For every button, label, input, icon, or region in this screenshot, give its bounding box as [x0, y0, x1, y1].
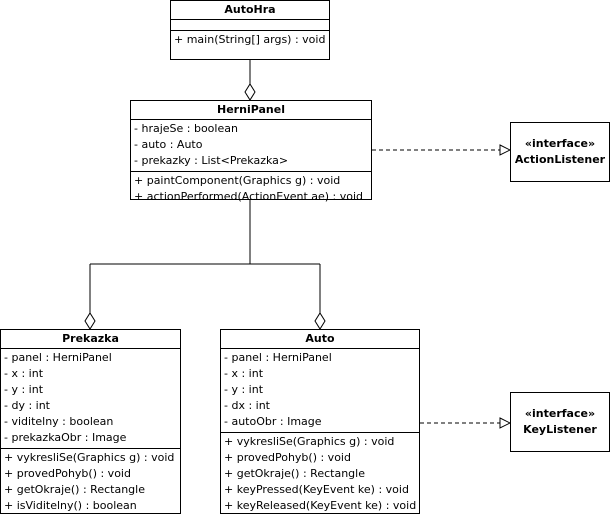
- attribute: - viditelny : boolean: [4, 415, 114, 428]
- attributes-section: - panel : HerniPanel - x : int - y : int…: [221, 349, 419, 433]
- interface-name: KeyListener: [523, 423, 597, 436]
- operation: + paintComponent(Graphics g) : void: [134, 174, 341, 187]
- attributes-section: - panel : HerniPanel - x : int - y : int…: [1, 349, 180, 449]
- class-name: HerniPanel: [131, 101, 371, 120]
- operation: + keyPressed(KeyEvent ke) : void: [224, 483, 409, 496]
- operation: + provedPohyb() : void: [224, 451, 351, 464]
- class-prekazka[interactable]: Prekazka - panel : HerniPanel - x : int …: [0, 329, 181, 514]
- attribute: - y : int: [224, 383, 264, 396]
- attribute: - dy : int: [4, 399, 50, 412]
- attribute: - dx : int: [224, 399, 270, 412]
- operation: + keyReleased(KeyEvent ke) : void: [224, 499, 417, 512]
- operation: + provedPohyb() : void: [4, 467, 131, 480]
- attribute: - panel : HerniPanel: [4, 351, 112, 364]
- aggregation-diamond-prekazka: [84, 312, 96, 330]
- attribute: - x : int: [4, 367, 44, 380]
- class-auto[interactable]: Auto - panel : HerniPanel - x : int - y …: [220, 329, 420, 514]
- interface-actionlistener[interactable]: «interface» ActionListener: [510, 122, 610, 182]
- operation: + vykresliSe(Graphics g) : void: [4, 451, 175, 464]
- operation: + isViditelny() : boolean: [4, 499, 137, 512]
- class-autohra[interactable]: AutoHra + main(String[] args) : void: [170, 0, 330, 60]
- operation: + getOkraje() : Rectangle: [4, 483, 145, 496]
- class-name: Auto: [221, 330, 419, 349]
- operations-section: + paintComponent(Graphics g) : void + ac…: [131, 172, 371, 207]
- interface-keylistener[interactable]: «interface» KeyListener: [510, 392, 610, 452]
- class-name: Prekazka: [1, 330, 180, 349]
- attributes-section: [171, 20, 329, 31]
- operations-section: + main(String[] args) : void: [171, 31, 329, 50]
- attribute: - prekazkaObr : Image: [4, 431, 127, 444]
- operations-section: + vykresliSe(Graphics g) : void + proved…: [221, 433, 419, 516]
- composition-diamond-hernipanel: [244, 83, 256, 101]
- realization-arrowhead-actionlistener: [499, 144, 512, 156]
- attribute: - auto : Auto: [134, 138, 203, 151]
- attribute: - y : int: [4, 383, 44, 396]
- interface-stereotype: «interface»: [524, 407, 596, 420]
- interface-name: ActionListener: [514, 153, 606, 166]
- interface-stereotype: «interface»: [524, 137, 596, 150]
- realization-arrowhead-keylistener: [499, 417, 512, 429]
- operation: + actionPerformed(ActionEvent ae) : void: [134, 190, 364, 203]
- class-name: AutoHra: [171, 1, 329, 20]
- attribute: - panel : HerniPanel: [224, 351, 332, 364]
- attribute: - prekazky : List<Prekazka>: [134, 154, 289, 167]
- operations-section: + vykresliSe(Graphics g) : void + proved…: [1, 449, 180, 516]
- operation: + vykresliSe(Graphics g) : void: [224, 435, 395, 448]
- attribute: - autoObr : Image: [224, 415, 322, 428]
- attributes-section: - hrajeSe : boolean - auto : Auto - prek…: [131, 120, 371, 172]
- aggregation-diamond-auto: [314, 312, 326, 330]
- operation: + main(String[] args) : void: [174, 33, 326, 46]
- class-hernipanel[interactable]: HerniPanel - hrajeSe : boolean - auto : …: [130, 100, 372, 203]
- attribute: - hrajeSe : boolean: [134, 122, 238, 135]
- operation: + getOkraje() : Rectangle: [224, 467, 365, 480]
- attribute: - x : int: [224, 367, 264, 380]
